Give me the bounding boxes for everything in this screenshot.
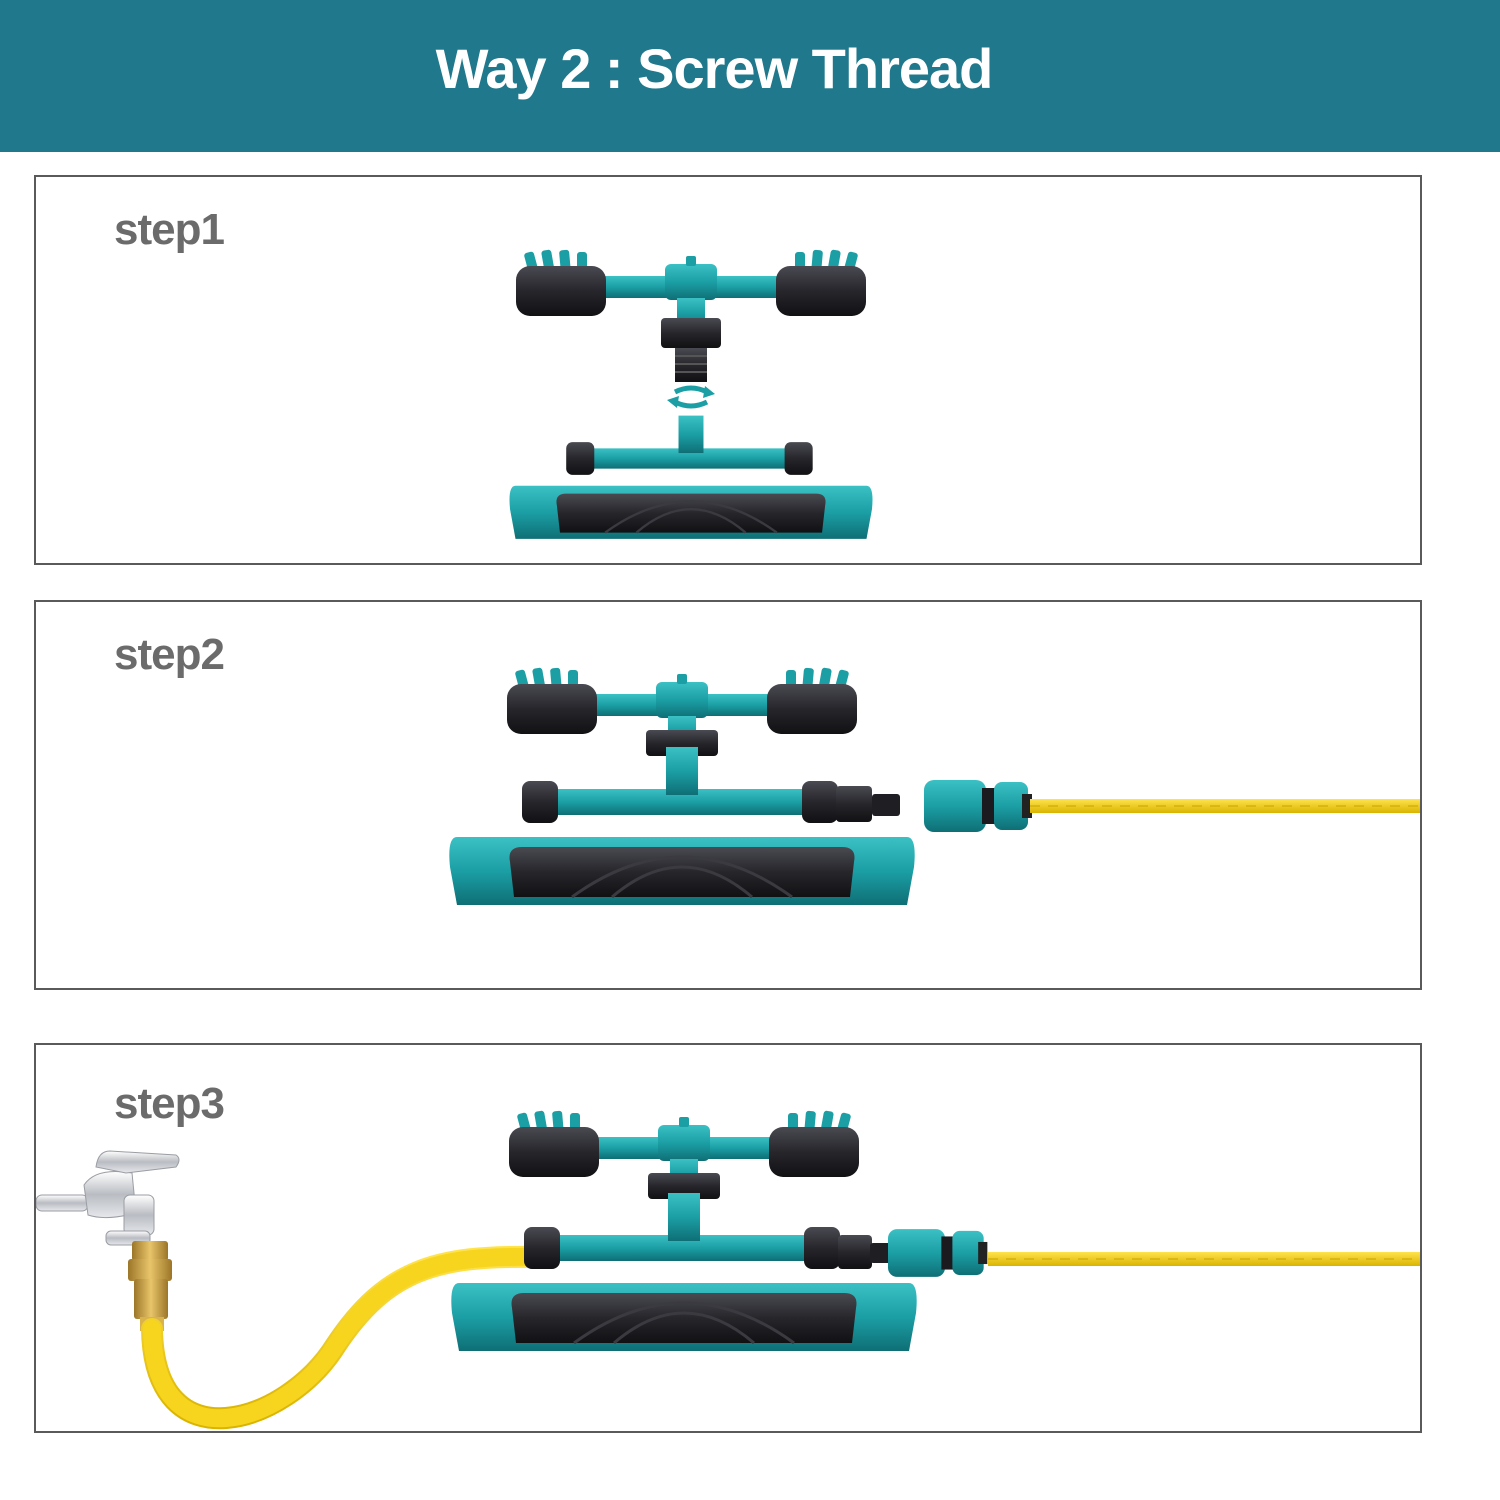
sprinkler-step1-illustration	[508, 249, 874, 541]
step-panel-3: step3	[34, 1043, 1422, 1433]
sprinkler-step2-illustration	[447, 667, 1420, 907]
faucet-illustration	[36, 1150, 180, 1331]
step-panel-1: step1	[34, 175, 1422, 565]
step-label: step2	[114, 630, 225, 679]
step-label: step1	[114, 205, 225, 254]
step-panel-2: step2	[34, 600, 1422, 990]
step-label: step3	[114, 1079, 225, 1128]
title-banner: Way 2 : Screw Thread	[0, 0, 1500, 152]
sprinkler-step3-illustration	[36, 1110, 1420, 1430]
page-title: Way 2 : Screw Thread	[435, 36, 994, 100]
